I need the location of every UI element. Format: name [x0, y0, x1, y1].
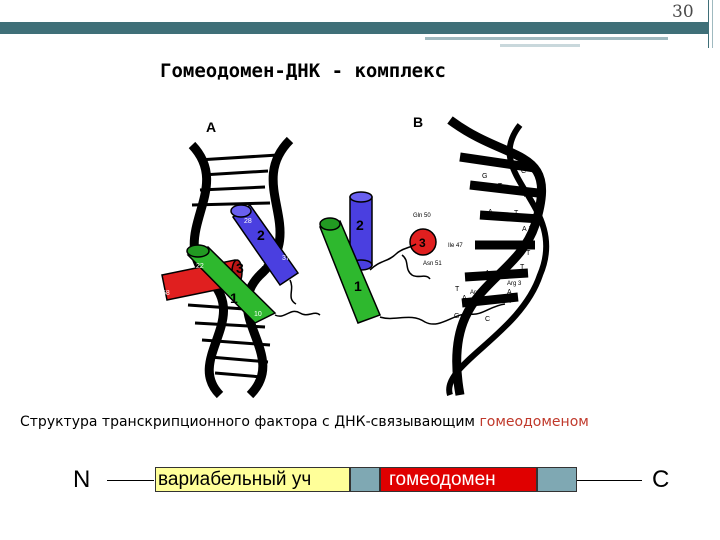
- panel-a-helix-label-1: 1: [230, 290, 238, 306]
- base-label: A: [522, 226, 527, 233]
- panel-b-helix-3: [409, 228, 437, 256]
- vertical-rule: [708, 0, 709, 48]
- base-label: C: [485, 316, 490, 323]
- panel-b-tail: [379, 303, 506, 325]
- panel-a-residue-22: 22: [196, 263, 204, 270]
- base-label: A: [518, 250, 523, 257]
- base-label: A: [488, 209, 493, 216]
- base-label: T: [529, 226, 534, 233]
- base-label: C: [521, 168, 526, 175]
- panel-b-loop: [369, 243, 417, 271]
- panel-b-residue-arg5: Arg 5: [470, 290, 485, 296]
- caption-highlight: гомеодоменом: [479, 414, 589, 430]
- panel-a-residue-37: 37: [282, 255, 290, 262]
- panel-a-residue-10: 10: [254, 311, 262, 318]
- panel-a-label: A: [206, 119, 216, 135]
- base-label: A: [507, 289, 512, 296]
- panel-b-residue-ile47: Ile 47: [448, 243, 463, 249]
- caption-text: Структура транскрипционного фактора с ДН…: [20, 414, 480, 430]
- panel-b-helix-1: [319, 217, 381, 324]
- panel-a-residue-42: 42: [256, 261, 264, 268]
- c-terminal-segment: [537, 467, 577, 492]
- panel-a: A: [161, 119, 321, 399]
- panel-a-helix-1: [186, 244, 277, 324]
- panel-b-residue-arg3: Arg 3: [507, 281, 522, 287]
- homeodomain-segment: гомеодомен: [380, 467, 537, 492]
- panel-b-helix-label-1: 1: [354, 278, 362, 294]
- page-number: 30: [672, 2, 694, 22]
- homeodomain-dna-diagram: A: [161, 114, 550, 399]
- base-label: A: [485, 270, 490, 277]
- base-label: T: [526, 250, 531, 257]
- panel-a-residue-58: 58: [162, 290, 170, 297]
- figure-caption: Структура транскрипционного фактора с ДН…: [20, 414, 589, 430]
- n-terminus-label: N: [73, 466, 91, 493]
- title-bar-decoration: [0, 22, 708, 34]
- panel-a-helix-label-3: 3: [236, 260, 244, 276]
- base-label: T: [520, 264, 525, 271]
- n-terminal-line: [107, 480, 154, 481]
- panel-b-helix-label-3: 3: [419, 236, 426, 250]
- panel-a-helix-label-2: 2: [257, 227, 265, 243]
- title-bar-accent-2: [500, 44, 580, 47]
- base-label: T: [514, 210, 519, 217]
- c-terminus-label: C: [652, 466, 670, 493]
- slide-title: Гомеодомен-ДНК - комплекс: [160, 60, 446, 82]
- panel-a-residue-28: 28: [244, 218, 252, 225]
- linker-segment: [350, 467, 380, 492]
- c-terminal-line: [577, 480, 642, 481]
- panel-a-loop-2: [289, 279, 297, 305]
- panel-b: B G C T A A T A T A T T A A T: [319, 114, 550, 396]
- base-label: T: [455, 286, 460, 293]
- base-label: A: [462, 295, 467, 302]
- base-label: A: [524, 192, 529, 199]
- panel-a-helix-2: [230, 203, 300, 287]
- panel-b-bases: G C T A A T A T A T T A A T T A G C: [454, 168, 534, 323]
- panel-b-label: B: [413, 114, 423, 130]
- variable-region-segment: вариабельный уч: [155, 467, 350, 492]
- panel-a-base-pairs: [187, 153, 279, 379]
- panel-b-helix-label-2: 2: [356, 217, 364, 233]
- panel-b-residue-gln50: Gln 50: [413, 213, 431, 219]
- panel-b-base-pairs: [459, 152, 541, 308]
- base-label: T: [498, 183, 503, 190]
- panel-b-dna-strand-1: [447, 116, 547, 396]
- panel-b-side-chain: [401, 254, 431, 280]
- vertical-rule-2: [712, 0, 713, 48]
- base-label: G: [482, 173, 487, 180]
- panel-a-dna-strand-2: [242, 136, 294, 399]
- panel-b-residue-asn51: Asn 51: [423, 261, 442, 267]
- title-bar-accent: [425, 37, 668, 40]
- panel-a-loop: [274, 310, 321, 317]
- base-label: T: [508, 298, 513, 305]
